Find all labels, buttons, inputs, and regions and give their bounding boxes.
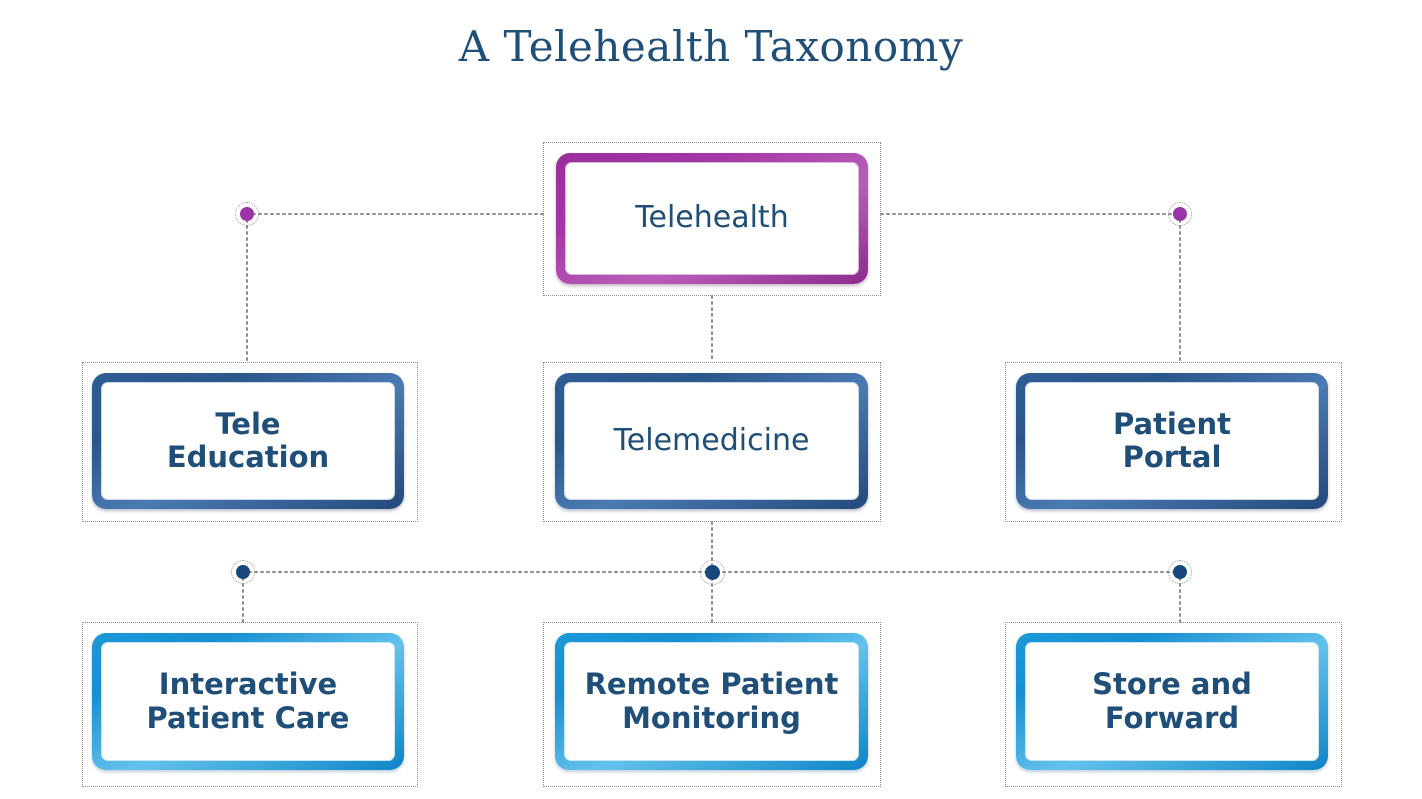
node-patient-portal-inner: Patient Portal <box>1025 382 1319 500</box>
node-remote-patient-monitoring-inner: Remote Patient Monitoring <box>564 642 859 761</box>
node-patient-portal-label: Patient Portal <box>1112 406 1232 474</box>
node-frame-interactive-patient-care <box>82 622 418 787</box>
node-frame-store-and-forward <box>1005 622 1342 787</box>
node-store-and-forward-inner: Store and Forward <box>1025 642 1319 761</box>
node-frame-patient-portal <box>1005 362 1342 522</box>
node-telehealth[interactable]: Telehealth <box>556 153 868 284</box>
junction-halo-icon <box>1168 202 1192 226</box>
center-navy-junction-dot[interactable] <box>700 560 725 585</box>
node-interactive-patient-care[interactable]: Interactive Patient Care <box>92 633 404 770</box>
junction-halo-icon <box>235 202 259 226</box>
node-frame-telemedicine <box>543 362 881 522</box>
node-frame-remote-patient-monitoring <box>543 622 881 787</box>
node-frame-tele-education <box>82 362 418 522</box>
junction-halo-icon <box>1168 560 1192 584</box>
node-interactive-patient-care-inner: Interactive Patient Care <box>101 642 395 761</box>
node-tele-education-label: Tele Education <box>166 406 330 474</box>
node-telemedicine[interactable]: Telemedicine <box>555 373 868 509</box>
node-telemedicine-inner: Telemedicine <box>564 382 859 500</box>
node-interactive-patient-care-label: Interactive Patient Care <box>146 667 350 735</box>
node-frame-telehealth <box>543 142 881 296</box>
node-tele-education[interactable]: Tele Education <box>92 373 404 509</box>
node-telehealth-inner: Telehealth <box>565 162 859 275</box>
node-remote-patient-monitoring[interactable]: Remote Patient Monitoring <box>555 633 868 770</box>
node-patient-portal[interactable]: Patient Portal <box>1016 373 1328 509</box>
junction-halo-icon <box>700 560 725 585</box>
right-navy-junction-dot[interactable] <box>1168 560 1192 584</box>
page-title: A Telehealth Taxonomy <box>458 22 964 71</box>
node-remote-patient-monitoring-label: Remote Patient Monitoring <box>584 667 839 735</box>
node-telehealth-label: Telehealth <box>635 200 789 236</box>
node-telemedicine-label: Telemedicine <box>613 422 810 458</box>
node-store-and-forward[interactable]: Store and Forward <box>1016 633 1328 770</box>
left-navy-junction-dot[interactable] <box>231 560 255 584</box>
junction-halo-icon <box>231 560 255 584</box>
right-purple-junction-dot[interactable] <box>1168 202 1192 226</box>
node-store-and-forward-label: Store and Forward <box>1092 667 1252 735</box>
left-purple-junction-dot[interactable] <box>235 202 259 226</box>
node-tele-education-inner: Tele Education <box>101 382 395 500</box>
